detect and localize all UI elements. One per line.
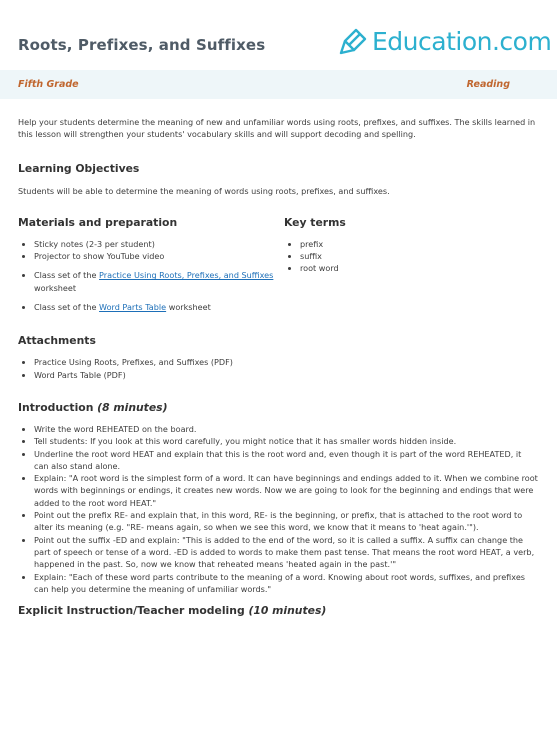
introduction-list: Write the word REHEATED on the board. Te…	[18, 423, 538, 595]
list-item: Point out the suffix -ED and explain: "T…	[34, 534, 538, 571]
list-item: Class set of the Word Parts Table worksh…	[34, 301, 284, 313]
key-terms-heading: Key terms	[284, 215, 346, 229]
materials-list: Sticky notes (2-3 per student) Projector…	[18, 238, 284, 313]
list-item: Tell students: If you look at this word …	[34, 435, 538, 447]
practice-worksheet-link[interactable]: Practice Using Roots, Prefixes, and Suff…	[99, 270, 274, 281]
attachment-item[interactable]: Word Parts Table (PDF)	[34, 369, 538, 381]
pencil-logo-icon	[336, 24, 370, 58]
list-item: Projector to show YouTube video	[34, 250, 284, 262]
list-item: suffix	[300, 250, 484, 262]
explicit-instruction-heading: Explicit Instruction/Teacher modeling (1…	[18, 604, 538, 617]
list-item: Underline the root word HEAT and explain…	[34, 448, 538, 473]
key-terms-list: prefix suffix root word	[284, 238, 484, 275]
key-terms-section: Key terms prefix suffix root word	[284, 216, 484, 313]
heading-text: Introduction	[18, 400, 94, 414]
item-text: Class set of the	[34, 270, 100, 281]
list-item: root word	[300, 262, 484, 274]
materials-keyterms-columns: Materials and preparation Sticky notes (…	[18, 216, 538, 313]
heading-text: Explicit Instruction/Teacher modeling	[18, 604, 245, 618]
grade-label: Fifth Grade	[18, 79, 79, 90]
list-item: Write the word REHEATED on the board.	[34, 423, 538, 435]
materials-heading: Materials and preparation	[18, 215, 178, 229]
item-text: Class set of the	[34, 302, 100, 313]
materials-section: Materials and preparation Sticky notes (…	[18, 216, 284, 313]
attachments-heading: Attachments	[18, 334, 96, 348]
list-item: prefix	[300, 238, 484, 250]
word-parts-table-link[interactable]: Word Parts Table	[99, 302, 167, 313]
introduction-heading: Introduction (8 minutes)	[18, 401, 538, 414]
heading-time: (8 minutes)	[97, 400, 168, 414]
list-item: Class set of the Practice Using Roots, P…	[34, 269, 284, 294]
item-text: worksheet	[34, 282, 77, 293]
attachments-list: Practice Using Roots, Prefixes, and Suff…	[18, 356, 538, 381]
objectives-heading: Learning Objectives	[18, 161, 140, 175]
logo-text: Education.com	[372, 26, 552, 56]
list-item: Point out the prefix RE- and explain tha…	[34, 509, 538, 534]
list-item: Sticky notes (2-3 per student)	[34, 238, 284, 250]
heading-time: (10 minutes)	[248, 604, 327, 618]
lesson-content: Help your students determine the meaning…	[18, 116, 538, 617]
list-item: Explain: "A root word is the simplest fo…	[34, 472, 538, 509]
page-header: Roots, Prefixes, and Suffixes Education.…	[0, 0, 557, 68]
education-logo[interactable]: Education.com	[336, 24, 552, 58]
objectives-text: Students will be able to determine the m…	[18, 185, 390, 196]
intro-paragraph: Help your students determine the meaning…	[18, 117, 536, 140]
list-item: Explain: "Each of these word parts contr…	[34, 571, 538, 596]
item-text: worksheet	[166, 302, 211, 313]
grade-subject-band	[0, 70, 557, 99]
attachment-item[interactable]: Practice Using Roots, Prefixes, and Suff…	[34, 356, 538, 368]
subject-label: Reading	[466, 79, 510, 90]
page-title: Roots, Prefixes, and Suffixes	[18, 36, 266, 54]
